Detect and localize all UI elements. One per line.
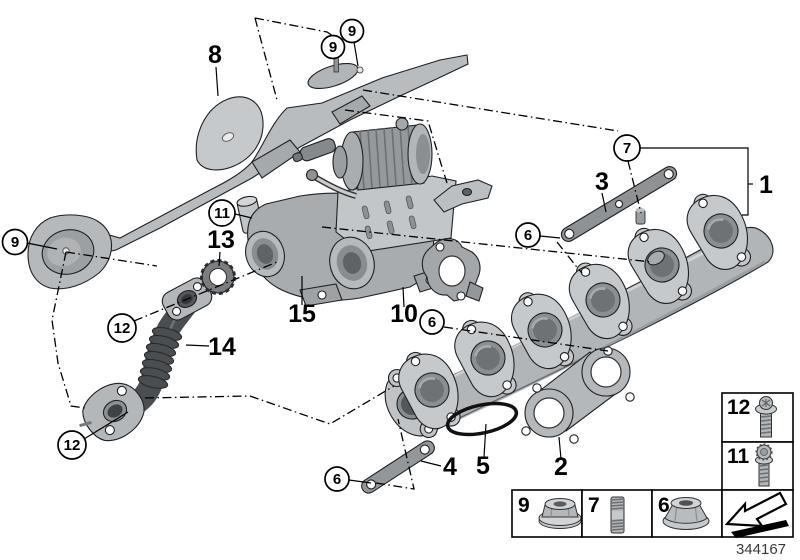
label-part-5[interactable]: 5	[476, 452, 490, 480]
callout-6-lower[interactable]: 6	[324, 466, 350, 492]
cooler-plate-slots	[361, 195, 417, 240]
svg-text:7[interactable]: 7	[623, 140, 631, 157]
legend-box-11[interactable]: 11	[721, 441, 794, 491]
part-1-bracket-line	[640, 147, 749, 216]
flange-nut-icon	[662, 497, 710, 530]
manifold-egr-boss	[647, 250, 665, 266]
part-labels: 8 3 1 13 15 10 14 4 5 2	[207, 41, 773, 481]
svg-text:12[interactable]: 12	[114, 320, 131, 337]
callout-9-left[interactable]: 9	[1, 228, 29, 256]
legend: 12 11 9	[511, 392, 794, 558]
label-part-1[interactable]: 1	[759, 171, 773, 199]
svg-text:9[interactable]: 9	[11, 234, 19, 251]
shield-mount-hole	[356, 66, 364, 74]
label-part-4[interactable]: 4	[443, 453, 457, 481]
callout-12-lower[interactable]: 12	[57, 430, 87, 460]
part-exhaust-manifold	[384, 180, 774, 442]
stud-icon	[610, 496, 625, 534]
vacuum-actuator	[332, 117, 433, 191]
flange-screw-icon	[755, 396, 777, 438]
svg-text:6[interactable]: 6	[333, 471, 341, 488]
leader-lines	[26, 41, 753, 484]
callout-6-upper[interactable]: 6	[515, 222, 541, 248]
label-part-2[interactable]: 2	[554, 453, 568, 481]
cooler-mount-ear	[433, 179, 493, 213]
callout-11[interactable]: 11	[208, 199, 236, 227]
part-gasket-10	[421, 238, 484, 302]
svg-text:6[interactable]: 6	[524, 227, 532, 244]
svg-text:9[interactable]: 9	[329, 39, 337, 56]
label-part-15[interactable]: 15	[288, 300, 316, 328]
phantom-lines	[51, 17, 653, 490]
shield-stud	[333, 57, 339, 73]
label-part-13[interactable]: 13	[207, 226, 235, 254]
part-egr-cooler	[236, 117, 493, 307]
label-part-10[interactable]: 10	[390, 300, 418, 328]
pipe-lower-flange	[79, 382, 145, 442]
callout-7[interactable]: 7	[613, 134, 641, 162]
callout-9-top-a[interactable]: 9	[320, 34, 346, 60]
svg-text:11[interactable]: 11	[214, 205, 230, 222]
part-egr-pipe	[79, 277, 213, 442]
svg-text:6[interactable]: 6	[658, 494, 670, 517]
actuator-rod	[312, 174, 357, 198]
label-part-8[interactable]: 8	[208, 41, 222, 69]
part-gasket-13	[200, 259, 236, 295]
legend-box-6[interactable]: 6	[651, 489, 723, 538]
svg-text:7[interactable]: 7	[588, 494, 600, 517]
pipe-corrugation	[137, 327, 183, 389]
svg-text:11[interactable]: 11	[727, 445, 750, 468]
part-gasket-2	[521, 346, 635, 444]
svg-text:9[interactable]: 9	[348, 23, 356, 40]
svg-text:12[interactable]: 12	[727, 396, 750, 419]
callout-6-middle[interactable]: 6	[419, 309, 445, 335]
label-part-3[interactable]: 3	[595, 168, 609, 196]
twelve-point-bolt-icon	[755, 443, 773, 487]
legend-box-9[interactable]: 9	[511, 489, 583, 538]
callout-9-top-b[interactable]: 9	[339, 18, 365, 44]
drawing-number: 344167	[736, 541, 786, 558]
part-bracket-3	[560, 166, 678, 242]
manifold-stud-boss	[635, 207, 646, 225]
combination-nut-icon	[538, 498, 582, 529]
callout-12-upper[interactable]: 12	[107, 313, 137, 343]
legend-box-arrow[interactable]	[721, 489, 794, 538]
label-part-14[interactable]: 14	[208, 333, 236, 361]
svg-text:6[interactable]: 6	[428, 314, 436, 331]
legend-box-12[interactable]: 12	[721, 392, 794, 443]
shield-hole	[221, 132, 235, 142]
svg-text:9[interactable]: 9	[518, 494, 530, 517]
svg-text:12[interactable]: 12	[64, 437, 81, 454]
direction-arrow-icon	[724, 491, 789, 538]
vacuum-nipple	[292, 138, 336, 163]
circled-callouts: 9 9 9 11 12 12 7 6	[1, 18, 641, 492]
legend-box-7[interactable]: 7	[581, 489, 653, 538]
